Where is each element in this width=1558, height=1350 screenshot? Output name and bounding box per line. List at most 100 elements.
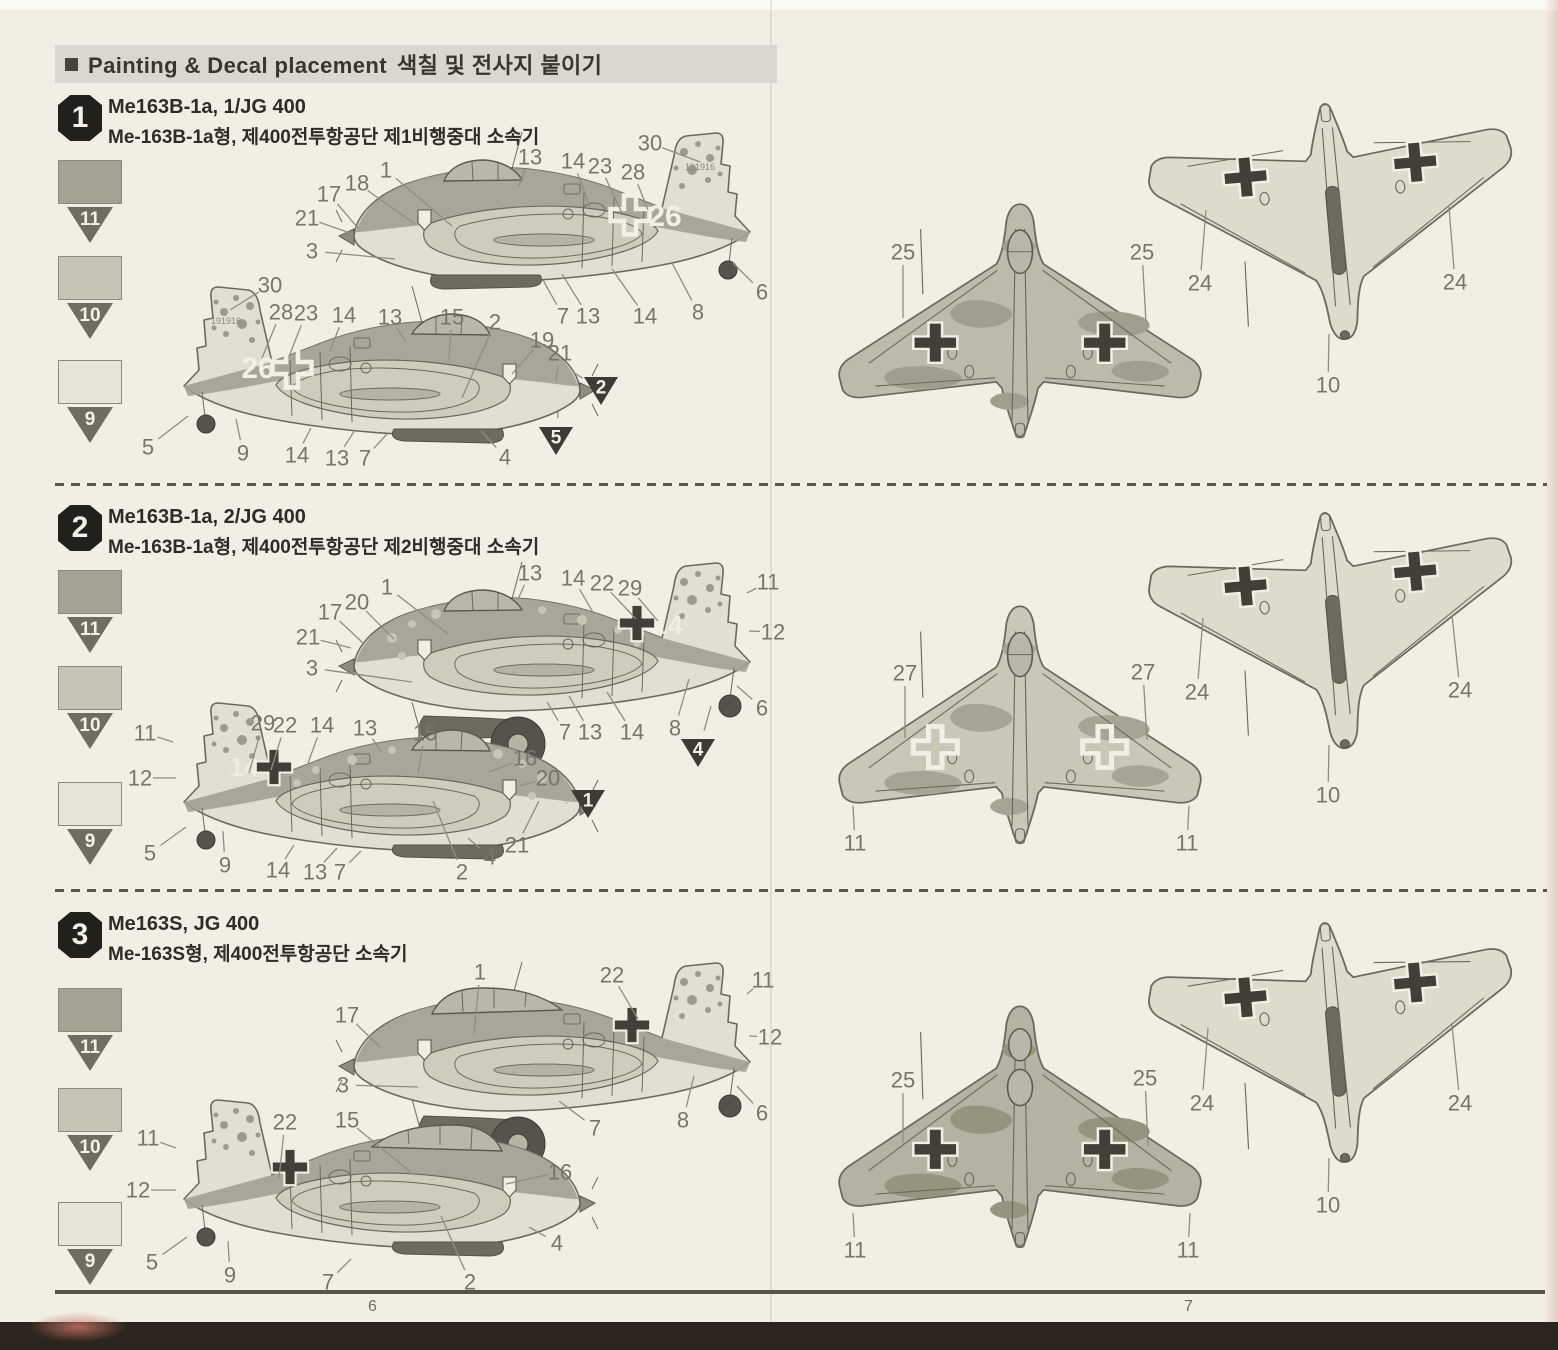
part-callout-number: 27 xyxy=(1131,660,1155,685)
part-callout-number: 25 xyxy=(891,1068,915,1093)
scheme-2-side-profile-starboard: 14 xyxy=(335,561,751,772)
part-callout-number: 6 xyxy=(756,696,768,721)
part-callout-number: 7 xyxy=(359,446,371,471)
part-callout-number: 29 xyxy=(618,576,642,601)
part-callout-number: 24 xyxy=(1448,1091,1472,1116)
paint-triangle-marker xyxy=(571,790,605,818)
paint-swatch-9: 9 xyxy=(58,1202,122,1285)
part-callout-number: 9 xyxy=(224,1263,236,1288)
part-callout-number: 8 xyxy=(677,1108,689,1133)
scheme-2-badge: 2 xyxy=(58,505,102,551)
swatch-color-10 xyxy=(58,256,122,300)
part-callout-number: 22 xyxy=(590,571,614,596)
part-callout-number: 15 xyxy=(440,305,464,330)
part-callout-number: 11 xyxy=(844,1238,867,1263)
scheme-3-subtitle: Me-163S형, 제400전투항공단 소속기 xyxy=(108,944,408,965)
header-title-en: Painting & Decal placement xyxy=(88,53,387,78)
swatch-color-9 xyxy=(58,360,122,404)
part-callout-number: 16 xyxy=(548,1160,572,1185)
part-callout-number: 11 xyxy=(1177,1238,1200,1263)
part-callout-number: 1 xyxy=(381,575,393,600)
part-callout-number: 14 xyxy=(266,858,290,883)
scheme-1-side-profile-port: 26 191916 xyxy=(183,285,599,444)
part-callout-number: 20 xyxy=(345,590,369,615)
part-callout-number: 17 xyxy=(335,1003,359,1028)
part-callout-number: 15 xyxy=(413,721,437,746)
fuselage-code-decal: 26 xyxy=(648,200,681,233)
part-callout-number: 25 xyxy=(891,240,915,265)
part-callout-number: 25 xyxy=(1133,1066,1157,1091)
part-callout-number: 8 xyxy=(669,716,681,741)
part-callout-number: 24 xyxy=(1190,1091,1214,1116)
swatch-color-11 xyxy=(58,570,122,614)
scheme-1-side-profile-starboard: 26 191916 xyxy=(335,131,751,290)
part-callout-number: 21 xyxy=(548,341,572,366)
svg-text:5: 5 xyxy=(551,428,562,449)
paint-swatch-11: 11 xyxy=(58,160,122,243)
scan-color-smudge xyxy=(28,1312,128,1342)
header-title-ko: 색칠 및 전사지 붙이기 xyxy=(396,53,603,78)
part-callout-number: 22 xyxy=(600,963,624,988)
part-callout-number: 13 xyxy=(378,305,402,330)
part-callout-number: 3 xyxy=(337,1073,349,1098)
part-callout-number: 11 xyxy=(752,968,775,993)
part-callout-number: 10 xyxy=(1316,783,1340,808)
part-callout-number: 13 xyxy=(325,446,349,471)
part-callout-number: 1 xyxy=(474,960,486,985)
part-callout-number: 30 xyxy=(638,131,662,156)
part-callout-number: 2 xyxy=(489,310,501,335)
part-callout-number: 2 xyxy=(456,860,468,885)
scheme-1-title: Me163B-1a, 1/JG 400 xyxy=(108,96,306,118)
part-callout-number: 12 xyxy=(128,766,152,791)
swatch-color-9 xyxy=(58,1202,122,1246)
part-callout-number: 5 xyxy=(142,435,154,460)
part-callout-number: 29 xyxy=(251,711,275,736)
svg-text:2: 2 xyxy=(596,378,607,399)
part-callout-number: 13 xyxy=(576,304,600,329)
scheme-2-title: Me163B-1a, 2/JG 400 xyxy=(108,506,306,528)
tail-serial: 191916 xyxy=(685,162,715,172)
part-callout-number: 14 xyxy=(285,443,309,468)
part-callout-number: 25 xyxy=(1130,240,1154,265)
swatch-color-10 xyxy=(58,1088,122,1132)
part-callout-number: 7 xyxy=(559,720,571,745)
part-callout-number: 2 xyxy=(464,1270,476,1295)
part-callout-number: 24 xyxy=(1188,271,1212,296)
part-callout-number: 23 xyxy=(588,154,612,179)
part-callout-number: 14 xyxy=(332,303,356,328)
part-callout-number: 9 xyxy=(219,853,231,878)
page-number-left: 6 xyxy=(368,1298,377,1315)
part-callout-number: 17 xyxy=(318,600,342,625)
part-callout-number: 5 xyxy=(144,841,156,866)
part-callout-number: 4 xyxy=(499,445,511,470)
part-callout-number: 1 xyxy=(380,158,392,183)
paint-swatch-11: 11 xyxy=(58,988,122,1071)
swatch-color-11 xyxy=(58,160,122,204)
paint-swatch-10: 10 xyxy=(58,666,122,749)
header-bar: Painting & Decal placement 색칠 및 전사지 붙이기 xyxy=(55,45,777,83)
part-callout-number: 24 xyxy=(1185,680,1209,705)
tail-serial: 191916 xyxy=(211,316,241,326)
page-fold-crease xyxy=(770,0,772,1350)
part-callout-number: 3 xyxy=(306,656,318,681)
scan-right-edge xyxy=(1544,0,1558,1350)
svg-text:1: 1 xyxy=(583,791,594,812)
paint-swatch-10: 10 xyxy=(58,256,122,339)
part-callout-number: 22 xyxy=(273,713,297,738)
scheme-3-title: Me163S, JG 400 xyxy=(108,913,260,935)
header-title: Painting & Decal placement 색칠 및 전사지 붙이기 xyxy=(88,48,602,80)
scan-top-edge xyxy=(0,0,1558,10)
part-callout-number: 28 xyxy=(269,300,293,325)
scheme-2-subtitle: Me-163B-1a형, 제400전투항공단 제2비행중대 소속기 xyxy=(108,537,540,558)
paint-swatch-10: 10 xyxy=(58,1088,122,1171)
part-callout-number: 27 xyxy=(893,661,917,686)
section-divider xyxy=(55,483,1547,486)
paint-triangle-marker xyxy=(539,427,573,455)
part-callout-number: 13 xyxy=(518,561,542,586)
part-callout-number: 16 xyxy=(513,746,537,771)
part-callout-number: 18 xyxy=(345,171,369,196)
part-callout-number: 7 xyxy=(334,860,346,885)
part-callout-number: 7 xyxy=(322,1270,334,1295)
paint-swatch-11: 11 xyxy=(58,570,122,653)
